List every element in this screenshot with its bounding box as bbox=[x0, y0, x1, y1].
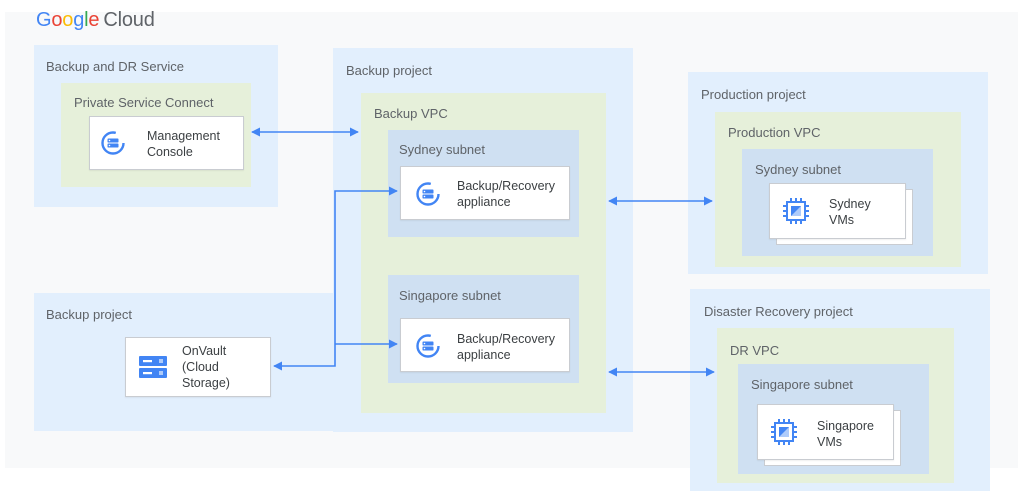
backup-dr-icon bbox=[416, 182, 440, 206]
backup-appliance-singapore-text: Backup/Recovery appliance bbox=[457, 331, 555, 363]
logo-letter-o2: o bbox=[62, 9, 74, 31]
production-vpc-label: Production VPC bbox=[728, 125, 821, 140]
management-console-node[interactable]: Management Console bbox=[89, 116, 244, 170]
logo-cloud-word: Cloud bbox=[103, 9, 155, 31]
title-strip bbox=[0, 0, 1024, 12]
dr-vpc-label: DR VPC bbox=[730, 343, 780, 358]
singapore-vms-line-1: Singapore bbox=[817, 419, 874, 433]
dr-project-label: Disaster Recovery project bbox=[704, 304, 853, 319]
compute-engine-icon bbox=[783, 198, 809, 224]
cloud-storage-icon bbox=[139, 356, 167, 378]
backup-dr-icon bbox=[416, 334, 440, 358]
singapore-vms-text: Singapore VMs bbox=[817, 418, 874, 450]
management-console-line-1: Management bbox=[147, 129, 220, 143]
management-console-line-2: Console bbox=[147, 145, 193, 159]
arrow-onvault-to-sydney-appliance bbox=[273, 186, 398, 371]
compute-engine-icon bbox=[771, 419, 797, 445]
singapore-vms-node[interactable]: Singapore VMs bbox=[757, 404, 894, 460]
onvault-node[interactable]: OnVault (Cloud Storage) bbox=[125, 337, 271, 397]
onvault-line-1: OnVault bbox=[182, 344, 227, 358]
production-project-label: Production project bbox=[701, 87, 806, 102]
backup-project-storage-label: Backup project bbox=[46, 307, 132, 322]
logo-letter-g2: g bbox=[73, 9, 85, 31]
backup-appliance-singapore-line-1: Backup/Recovery bbox=[457, 332, 555, 346]
backup-dr-icon bbox=[101, 131, 125, 155]
singapore-vms-line-2: VMs bbox=[817, 435, 842, 449]
sydney-vms-line-1: Sydney bbox=[829, 197, 871, 211]
logo-letter-g: G bbox=[36, 9, 52, 31]
onvault-text: OnVault (Cloud Storage) bbox=[182, 343, 230, 391]
backup-appliance-sydney-line-2: appliance bbox=[457, 195, 511, 209]
backup-appliance-sydney-line-1: Backup/Recovery bbox=[457, 179, 555, 193]
production-sydney-subnet-label: Sydney subnet bbox=[755, 162, 842, 177]
backup-sydney-subnet-label: Sydney subnet bbox=[399, 142, 486, 157]
sydney-vms-node[interactable]: Sydney VMs bbox=[769, 183, 906, 239]
backup-dr-service-label: Backup and DR Service bbox=[46, 59, 185, 74]
backup-project-main-label: Backup project bbox=[346, 63, 432, 78]
backup-appliance-singapore-node[interactable]: Backup/Recovery appliance bbox=[400, 318, 570, 372]
backup-appliance-sydney-text: Backup/Recovery appliance bbox=[457, 178, 555, 210]
logo-letter-e: e bbox=[88, 9, 100, 31]
sydney-vms-line-2: VMs bbox=[829, 213, 854, 227]
dr-singapore-subnet-label: Singapore subnet bbox=[751, 377, 853, 392]
backup-singapore-subnet-label: Singapore subnet bbox=[399, 288, 501, 303]
private-service-connect-label: Private Service Connect bbox=[74, 95, 214, 110]
logo-letter-o1: o bbox=[51, 9, 63, 31]
backup-appliance-singapore-line-2: appliance bbox=[457, 348, 511, 362]
backup-appliance-sydney-node[interactable]: Backup/Recovery appliance bbox=[400, 166, 570, 220]
management-console-text: Management Console bbox=[147, 128, 220, 160]
sydney-vms-text: Sydney VMs bbox=[829, 196, 871, 228]
onvault-line-3: Storage) bbox=[182, 376, 230, 390]
onvault-line-2: (Cloud bbox=[182, 360, 219, 374]
backup-vpc-label: Backup VPC bbox=[374, 106, 448, 121]
logo-letter-l: l bbox=[84, 9, 89, 31]
